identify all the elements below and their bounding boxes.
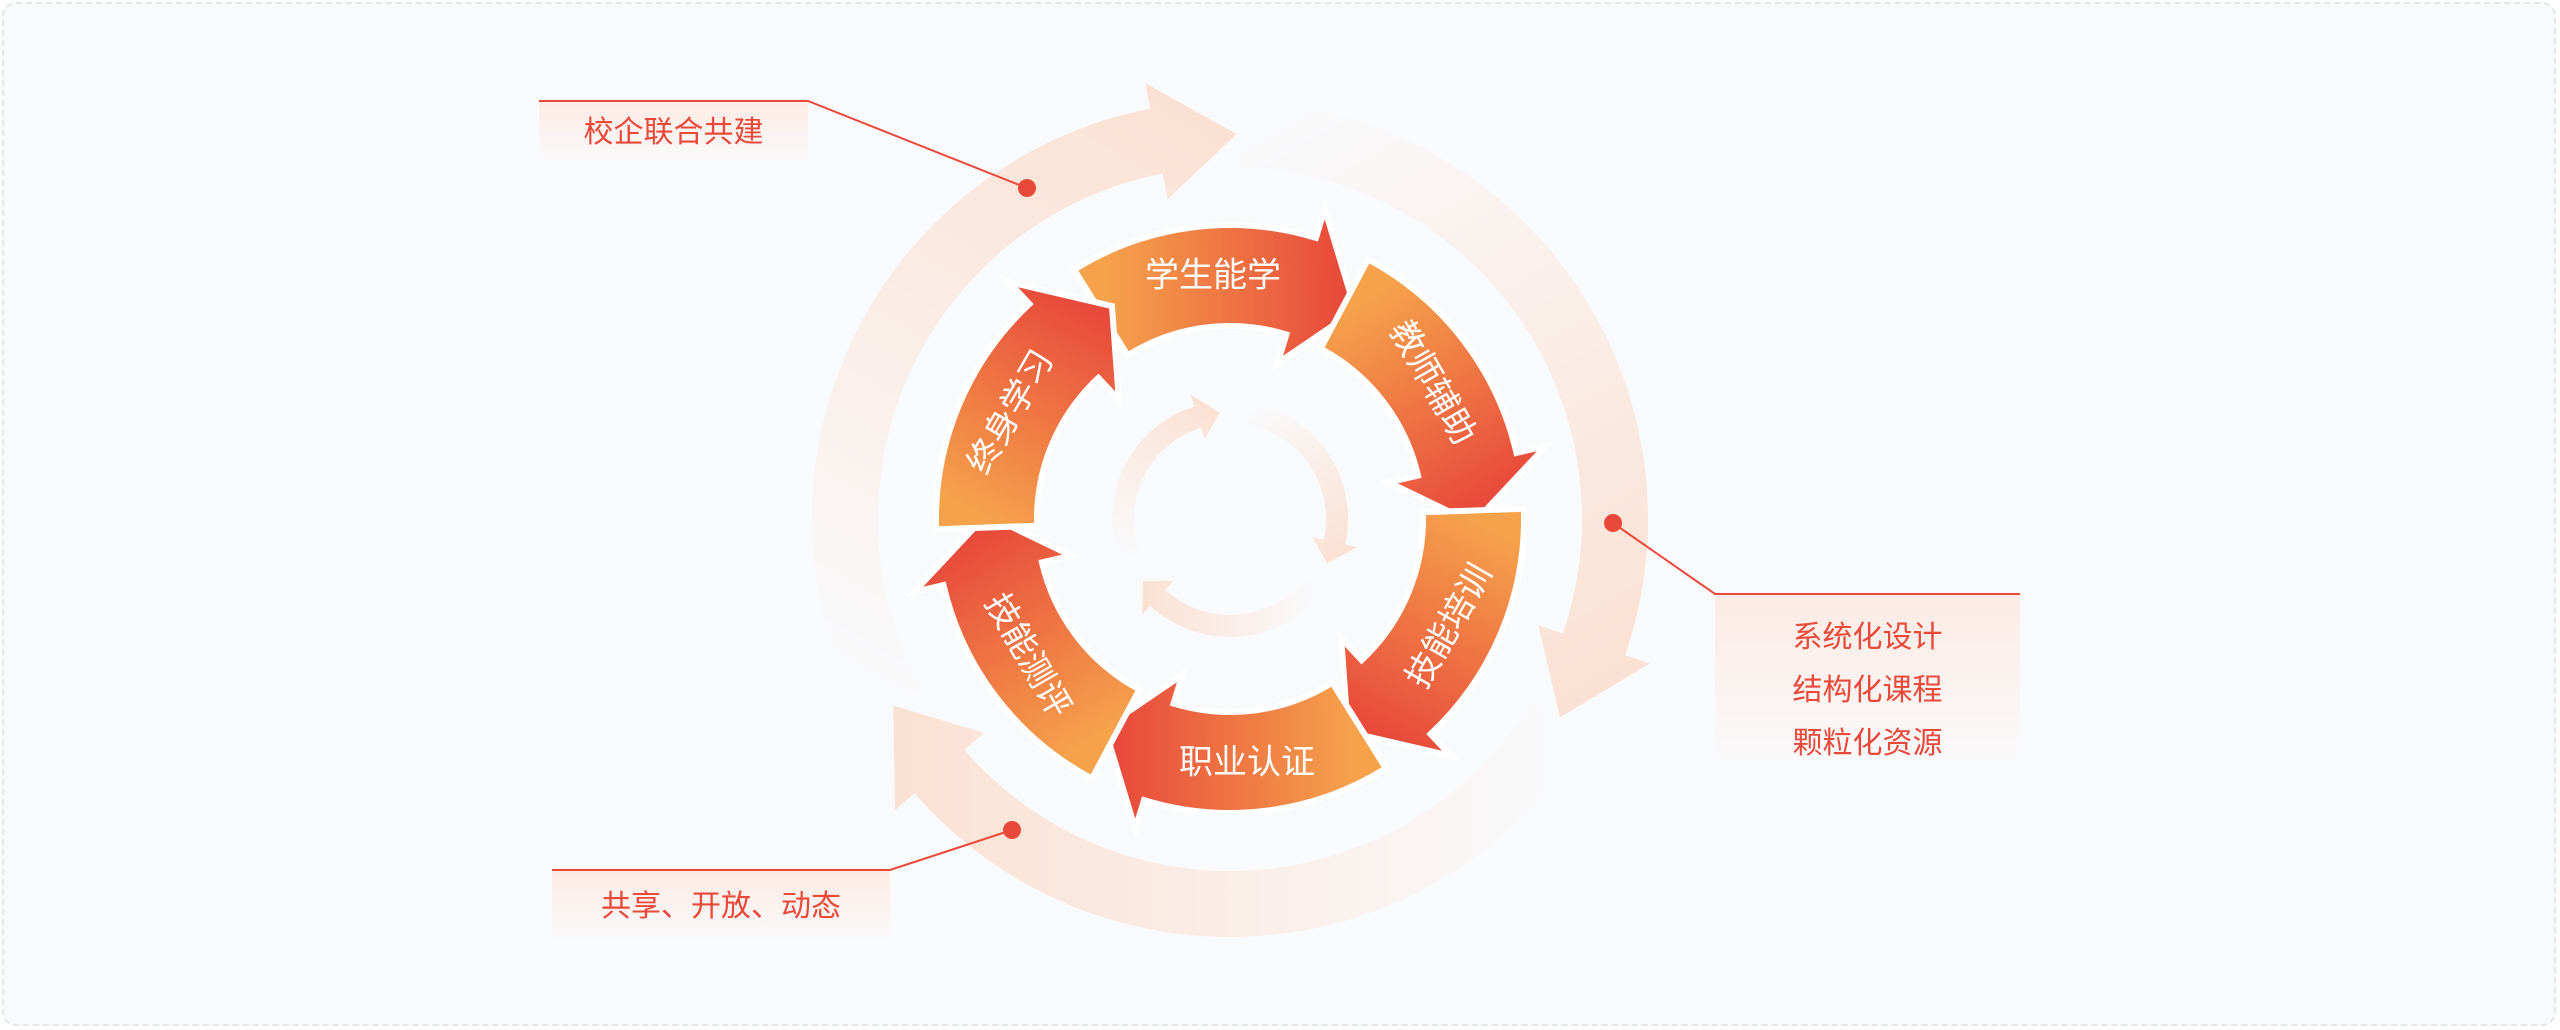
callout-share-open-dynamic: 共享、开放、动态 — [552, 871, 890, 943]
cycle-segment: 终身学习 — [933, 276, 1123, 533]
segment-arrow — [1101, 667, 1390, 840]
callout-label: 校企联合共建 — [583, 115, 764, 150]
segment-label: 学生能学 — [1145, 256, 1281, 296]
callout-line: 结构化课程 — [1792, 673, 1943, 708]
leader-dot-top-left — [1018, 179, 1036, 197]
cycle-segment: 职业认证 — [1101, 667, 1390, 840]
outer-cycle-arrow — [811, 83, 1237, 722]
segment-arrow — [1337, 505, 1527, 762]
inner-cycle-arrow — [1112, 395, 1220, 565]
leader-line-right — [1612, 522, 2020, 595]
callout-school-enterprise: 校企联合共建 — [539, 102, 808, 164]
callout-label: 共享、开放、动态 — [601, 889, 841, 924]
leader-dot-right — [1604, 514, 1622, 532]
leader-dot-bottom-left — [1003, 821, 1021, 839]
outer-cycle-ring — [811, 83, 1650, 937]
leader-line-bottom-left — [552, 829, 1013, 871]
callout-leaders — [539, 100, 2020, 871]
inner-cycle-arrow — [1142, 577, 1324, 637]
callout-design-course-resource: 系统化设计 结构化课程 颗粒化资源 — [1715, 595, 2020, 770]
cycle-segment: 技能培训 — [1337, 505, 1527, 762]
segment-arrow — [1070, 198, 1359, 371]
leader-line-top-left — [539, 100, 1028, 189]
segment-label: 职业认证 — [1179, 742, 1315, 782]
inner-cycle-ring — [1112, 395, 1357, 637]
callout-line: 颗粒化资源 — [1792, 726, 1943, 761]
segment-arrow — [933, 276, 1123, 533]
segment-arrow — [905, 511, 1144, 783]
outer-cycle-arrow — [893, 700, 1589, 937]
segment-arrow — [1316, 255, 1555, 527]
outer-cycle-arrow — [1236, 101, 1650, 718]
inner-cycle-arrow — [1242, 402, 1357, 564]
callout-line: 系统化设计 — [1792, 620, 1943, 655]
cycle-segment: 教师辅助 — [1316, 255, 1555, 527]
cycle-segment: 学生能学 — [1070, 198, 1359, 371]
